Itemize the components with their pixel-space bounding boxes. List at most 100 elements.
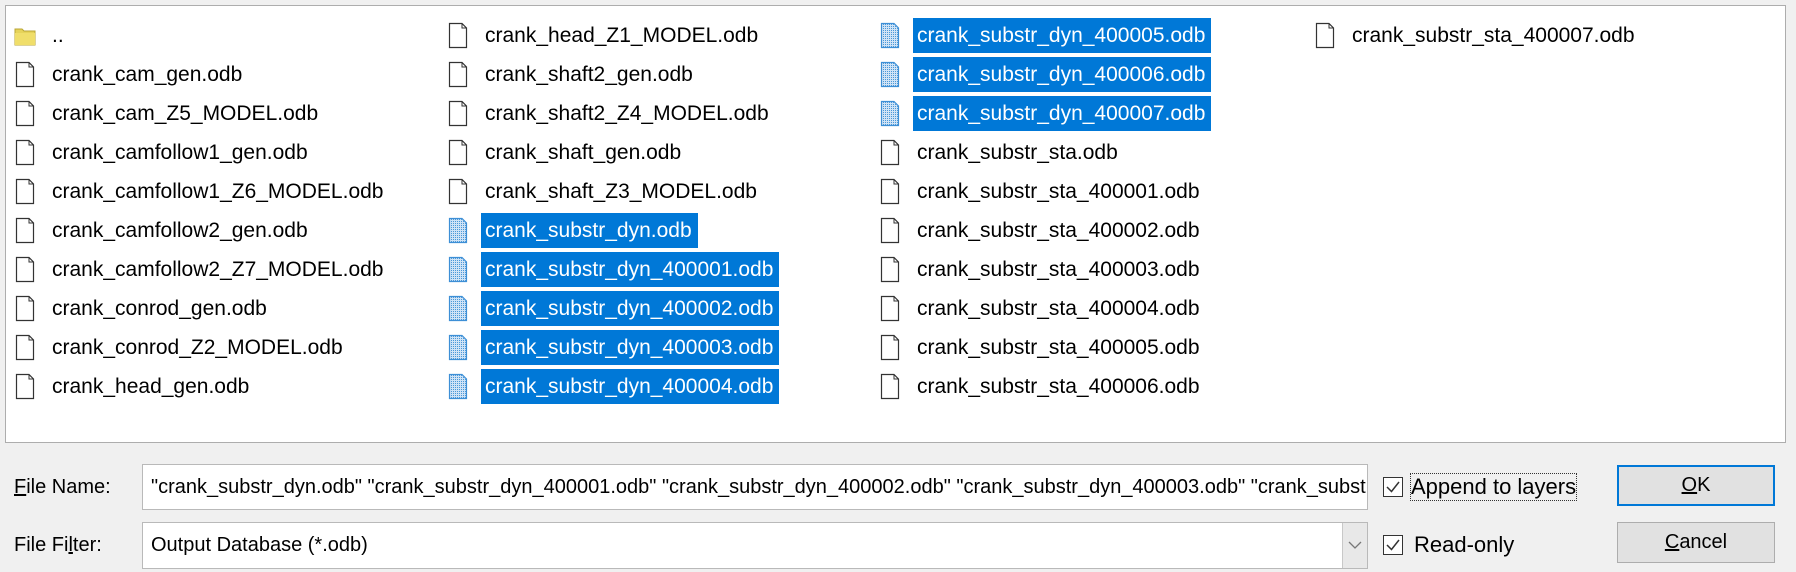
- file-item[interactable]: crank_substr_dyn_400004.odb: [447, 369, 780, 404]
- button-label: K: [1697, 474, 1711, 496]
- file-icon: [879, 139, 901, 166]
- file-icon: [14, 61, 36, 88]
- mnemonic: F: [14, 476, 27, 498]
- file-item[interactable]: crank_substr_dyn_400007.odb: [879, 96, 1212, 131]
- file-icon: [14, 373, 36, 400]
- file-icon: [879, 100, 901, 127]
- file-icon: [447, 178, 469, 205]
- file-item[interactable]: crank_substr_sta_400003.odb: [879, 252, 1206, 287]
- file-icon: [879, 22, 901, 49]
- file-icon: [14, 256, 36, 283]
- file-name: crank_substr_sta_400006.odb: [917, 375, 1200, 398]
- file-name: crank_cam_gen.odb: [52, 63, 243, 86]
- file-item[interactable]: crank_substr_sta_400005.odb: [879, 330, 1206, 365]
- file-item[interactable]: crank_shaft2_Z4_MODEL.odb: [447, 96, 775, 131]
- file-icon: [14, 100, 36, 127]
- file-name: crank_head_gen.odb: [52, 375, 250, 398]
- file-item[interactable]: crank_substr_dyn_400001.odb: [447, 252, 780, 287]
- file-item[interactable]: crank_substr_dyn_400005.odb: [879, 18, 1212, 53]
- file-name: crank_conrod_gen.odb: [52, 297, 267, 320]
- file-item[interactable]: crank_substr_dyn_400003.odb: [447, 330, 780, 365]
- label-text: ile Name:: [26, 476, 111, 498]
- file-name: crank_substr_sta_400001.odb: [917, 180, 1200, 203]
- file-icon: [447, 22, 469, 49]
- file-item[interactable]: crank_camfollow2_Z7_MODEL.odb: [14, 252, 390, 287]
- folder-icon: [14, 22, 36, 49]
- file-icon: [879, 295, 901, 322]
- file-name: crank_substr_sta_400005.odb: [917, 336, 1200, 359]
- parent-folder-item[interactable]: ..: [14, 18, 70, 53]
- file-icon: [879, 217, 901, 244]
- file-item[interactable]: crank_head_gen.odb: [14, 369, 255, 404]
- file-filter-value: Output Database (*.odb): [151, 534, 368, 556]
- file-name: crank_camfollow1_gen.odb: [52, 141, 308, 164]
- file-filter-select[interactable]: Output Database (*.odb): [142, 522, 1368, 569]
- readonly-label[interactable]: Read-only: [1414, 532, 1515, 557]
- file-item[interactable]: crank_camfollow2_gen.odb: [14, 213, 314, 248]
- file-icon: [879, 178, 901, 205]
- file-item[interactable]: crank_camfollow1_gen.odb: [14, 135, 314, 170]
- mnemonic: C: [1664, 531, 1680, 553]
- file-filter-label: File Filter:: [14, 534, 102, 557]
- file-icon: [447, 295, 469, 322]
- file-icon: [447, 373, 469, 400]
- file-item[interactable]: crank_conrod_gen.odb: [14, 291, 273, 326]
- file-icon: [879, 256, 901, 283]
- ok-button[interactable]: OK: [1617, 465, 1775, 506]
- mnemonic: O: [1681, 474, 1698, 496]
- file-icon: [447, 100, 469, 127]
- file-icon: [447, 334, 469, 361]
- file-icon: [14, 334, 36, 361]
- file-name: crank_substr_sta_400003.odb: [917, 258, 1200, 281]
- file-item[interactable]: crank_substr_dyn.odb: [447, 213, 698, 248]
- file-icon: [879, 61, 901, 88]
- file-name: crank_shaft_gen.odb: [485, 141, 682, 164]
- file-name: crank_substr_sta_400004.odb: [917, 297, 1200, 320]
- file-name: crank_cam_Z5_MODEL.odb: [52, 102, 319, 125]
- file-icon: [447, 139, 469, 166]
- file-name: crank_shaft_Z3_MODEL.odb: [485, 180, 757, 203]
- file-item[interactable]: crank_substr_sta_400007.odb: [1314, 18, 1641, 53]
- file-item[interactable]: crank_shaft_gen.odb: [447, 135, 687, 170]
- file-icon: [447, 217, 469, 244]
- file-name: crank_substr_dyn_400005.odb: [913, 18, 1212, 53]
- file-item[interactable]: crank_substr_sta_400004.odb: [879, 291, 1206, 326]
- file-name: crank_substr_dyn_400007.odb: [913, 96, 1212, 131]
- file-name: crank_shaft2_Z4_MODEL.odb: [485, 102, 769, 125]
- file-name: crank_shaft2_gen.odb: [485, 63, 693, 86]
- chevron-down-icon[interactable]: [1342, 523, 1367, 568]
- file-name: ..: [52, 24, 64, 47]
- file-item[interactable]: crank_shaft2_gen.odb: [447, 57, 699, 92]
- mnemonic: l: [68, 534, 73, 556]
- file-name: crank_substr_sta_400002.odb: [917, 219, 1200, 242]
- file-item[interactable]: crank_cam_gen.odb: [14, 57, 248, 92]
- checkmark-icon: [1386, 539, 1400, 551]
- file-item[interactable]: crank_head_Z1_MODEL.odb: [447, 18, 764, 53]
- file-name: crank_substr_dyn_400006.odb: [913, 57, 1212, 92]
- file-item[interactable]: crank_camfollow1_Z6_MODEL.odb: [14, 174, 390, 209]
- file-item[interactable]: crank_substr_sta_400002.odb: [879, 213, 1206, 248]
- file-item[interactable]: crank_substr_dyn_400006.odb: [879, 57, 1212, 92]
- file-list[interactable]: .. crank_cam_gen.odb crank_cam_Z5_MODEL.od…: [5, 5, 1786, 443]
- file-name: crank_substr_dyn_400004.odb: [481, 369, 780, 404]
- file-name: crank_substr_dyn_400002.odb: [481, 291, 780, 326]
- file-item[interactable]: crank_substr_sta_400001.odb: [879, 174, 1206, 209]
- append-checkbox[interactable]: [1383, 477, 1403, 497]
- readonly-checkbox[interactable]: [1383, 535, 1403, 555]
- file-item[interactable]: crank_substr_sta_400006.odb: [879, 369, 1206, 404]
- file-name: crank_head_Z1_MODEL.odb: [485, 24, 759, 47]
- file-item[interactable]: crank_shaft_Z3_MODEL.odb: [447, 174, 763, 209]
- file-name: crank_substr_dyn.odb: [481, 213, 698, 248]
- append-label[interactable]: Append to layers: [1409, 473, 1578, 501]
- file-name: crank_conrod_Z2_MODEL.odb: [52, 336, 343, 359]
- file-icon: [447, 256, 469, 283]
- file-item[interactable]: crank_substr_dyn_400002.odb: [447, 291, 780, 326]
- file-name-input[interactable]: "crank_substr_dyn.odb" "crank_substr_dyn…: [142, 464, 1368, 510]
- file-name: crank_camfollow2_Z7_MODEL.odb: [52, 258, 384, 281]
- file-item[interactable]: crank_substr_sta.odb: [879, 135, 1124, 170]
- file-name: crank_camfollow1_Z6_MODEL.odb: [52, 180, 384, 203]
- file-item[interactable]: crank_conrod_Z2_MODEL.odb: [14, 330, 349, 365]
- file-icon: [879, 373, 901, 400]
- file-item[interactable]: crank_cam_Z5_MODEL.odb: [14, 96, 324, 131]
- cancel-button[interactable]: Cancel: [1617, 522, 1775, 563]
